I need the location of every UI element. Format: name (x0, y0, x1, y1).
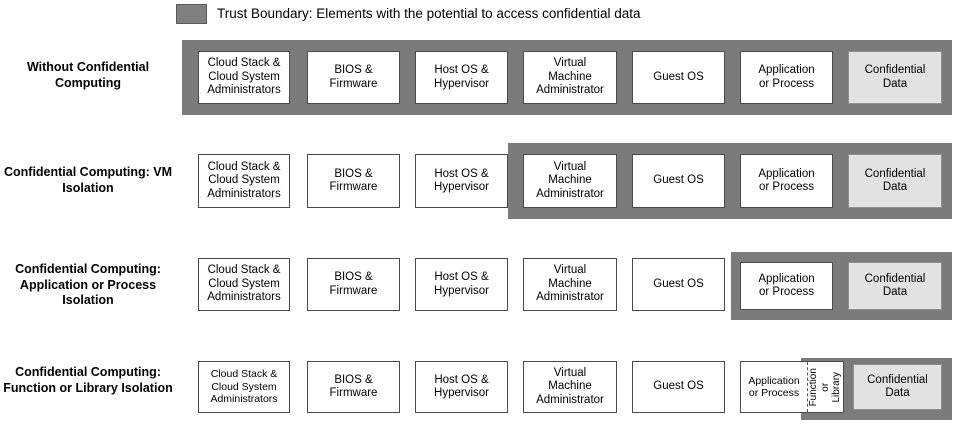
node-cloud-stack-admins[interactable]: Cloud Stack & Cloud System Administrator… (198, 154, 290, 208)
node-host-os-hypervisor[interactable]: Host OS & Hypervisor (415, 361, 508, 413)
node-cloud-stack-admins[interactable]: Cloud Stack & Cloud System Administrator… (198, 258, 290, 311)
row-vm-isolation: Confidential Computing: VM Isolation Clo… (0, 143, 960, 219)
node-guest-os[interactable]: Guest OS (632, 51, 725, 104)
node-confidential-data[interactable]: Confidential Data (848, 262, 942, 310)
legend-label: Trust Boundary: Elements with the potent… (217, 6, 641, 21)
node-function-or-library[interactable]: Function or Library (807, 362, 843, 412)
row-function-or-library-isolation: Confidential Computing: Function or Libr… (0, 358, 960, 420)
row-label: Confidential Computing: VM Isolation (3, 165, 173, 195)
row-application-or-process-isolation: Confidential Computing: Application or P… (0, 252, 960, 320)
legend: Trust Boundary: Elements with the potent… (176, 4, 640, 24)
node-application-or-process[interactable]: Application or Process (740, 262, 833, 310)
node-confidential-data[interactable]: Confidential Data (848, 51, 942, 104)
row-label: Confidential Computing: Application or P… (15, 262, 161, 307)
trust-boundary-swatch-icon (176, 4, 207, 24)
node-cloud-stack-admins[interactable]: Cloud Stack & Cloud System Administrator… (198, 361, 290, 413)
node-host-os-hypervisor[interactable]: Host OS & Hypervisor (415, 154, 508, 208)
nested-divider (807, 362, 808, 412)
node-bios-firmware[interactable]: BIOS & Firmware (307, 51, 400, 104)
node-application-with-function-library: Application or Process Function or Libra… (740, 361, 844, 413)
node-vm-administrator[interactable]: Virtual Machine Administrator (523, 258, 617, 311)
node-guest-os[interactable]: Guest OS (632, 361, 725, 413)
node-application-or-process[interactable]: Application or Process (740, 154, 833, 208)
row-label: Without Confidential Computing (26, 60, 150, 90)
node-vm-administrator[interactable]: Virtual Machine Administrator (523, 51, 617, 104)
node-confidential-data[interactable]: Confidential Data (853, 364, 942, 410)
function-or-library-label: Function or Library (807, 367, 842, 407)
node-bios-firmware[interactable]: BIOS & Firmware (307, 154, 400, 208)
node-guest-os[interactable]: Guest OS (632, 154, 725, 208)
node-cloud-stack-admins[interactable]: Cloud Stack & Cloud System Administrator… (198, 51, 290, 104)
row-without-confidential-computing: Without Confidential Computing Cloud Sta… (0, 40, 960, 115)
row-label: Confidential Computing: Function or Libr… (3, 365, 173, 395)
node-guest-os[interactable]: Guest OS (632, 258, 725, 311)
node-confidential-data[interactable]: Confidential Data (848, 154, 942, 208)
node-application-or-process[interactable]: Application or Process (740, 51, 833, 104)
node-vm-administrator[interactable]: Virtual Machine Administrator (523, 361, 617, 413)
node-host-os-hypervisor[interactable]: Host OS & Hypervisor (415, 258, 508, 311)
node-bios-firmware[interactable]: BIOS & Firmware (307, 361, 400, 413)
node-host-os-hypervisor[interactable]: Host OS & Hypervisor (415, 51, 508, 104)
node-application-or-process[interactable]: Application or Process (748, 374, 800, 400)
node-vm-administrator[interactable]: Virtual Machine Administrator (523, 154, 617, 208)
node-bios-firmware[interactable]: BIOS & Firmware (307, 258, 400, 311)
